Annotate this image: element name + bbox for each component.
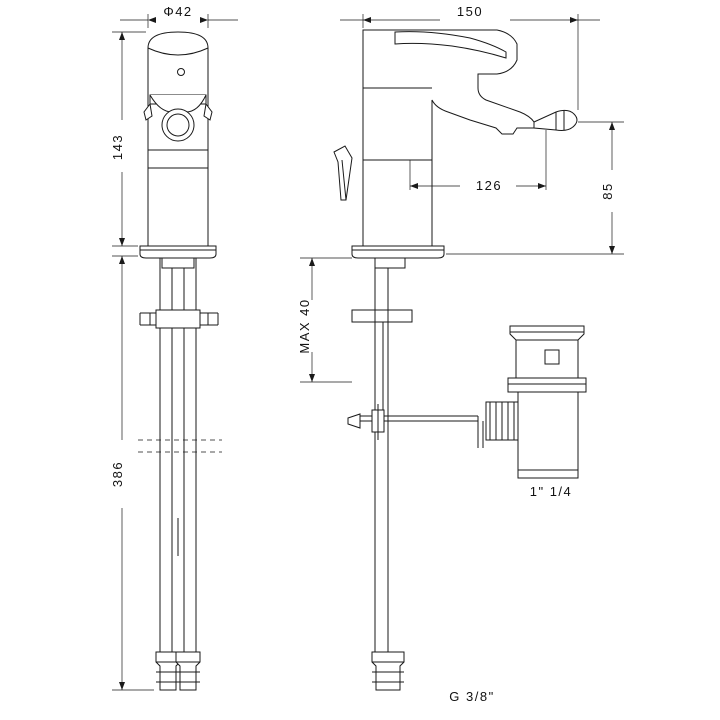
right-side-view (333, 29, 578, 691)
dim-height-143: 143 (110, 134, 125, 160)
dim-max-40: MAX 40 (297, 298, 312, 353)
label-waste-size: 1" 1/4 (530, 484, 573, 499)
waste-assembly (485, 325, 587, 479)
dim-reach-150: 150 (457, 4, 483, 19)
left-front-view (139, 31, 219, 691)
dim-tails-386: 386 (110, 461, 125, 487)
dim-height-85: 85 (600, 182, 615, 199)
label-thread-size: G 3/8" (449, 689, 494, 704)
dimension-lines (112, 14, 624, 691)
dim-diameter-42: Φ42 (163, 4, 192, 19)
dim-reach-126: 126 (476, 178, 502, 193)
